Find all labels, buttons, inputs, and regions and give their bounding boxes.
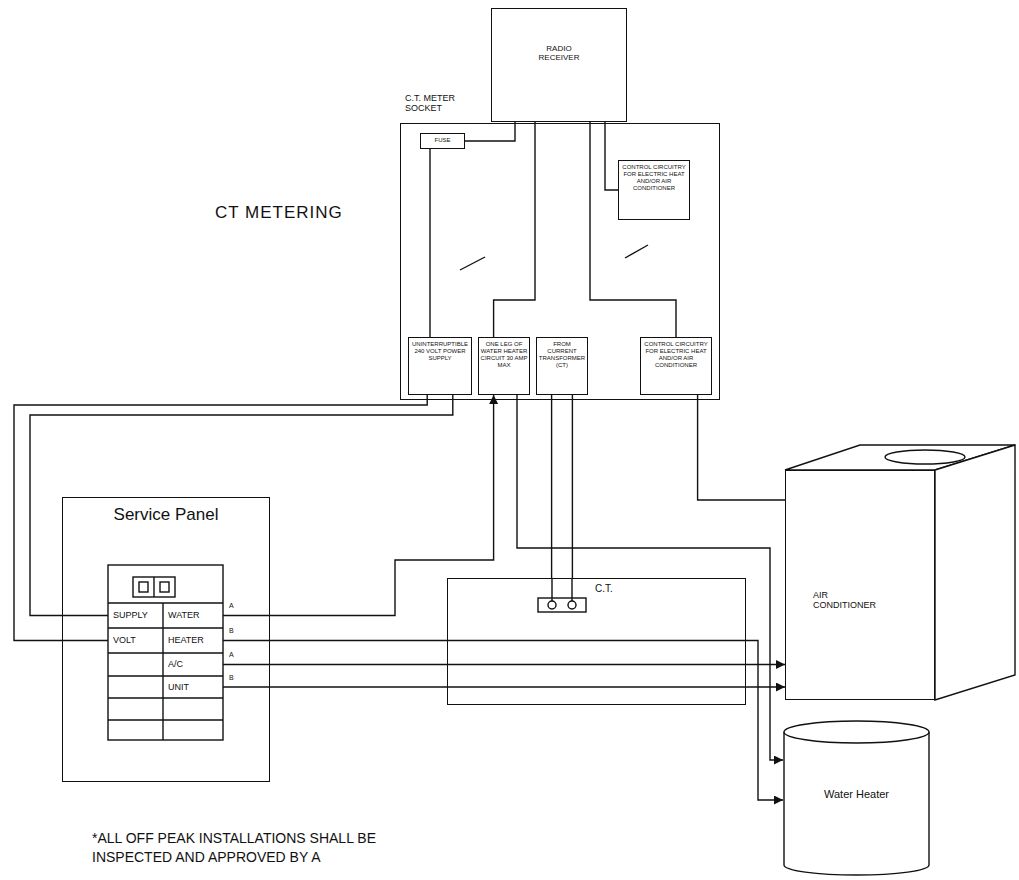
current-transformer-text: C.T. — [595, 583, 746, 595]
breaker-cell-text: WATER — [168, 603, 223, 628]
terminal-screw — [548, 601, 556, 609]
wire-connector — [30, 395, 453, 616]
meter-socket-box-text: C.T. METER SOCKET — [405, 93, 467, 114]
terminal-screw — [568, 601, 576, 609]
ct-terminal-block — [538, 598, 586, 612]
breaker-cell: WATER — [163, 603, 223, 628]
ct-lead-wire — [551, 578, 552, 601]
grid-line — [108, 602, 223, 603]
current-transformer: C.T. — [447, 578, 746, 705]
breaker-cell: VOLT — [108, 628, 163, 653]
relay-switch-symbol — [460, 257, 485, 270]
wire-phase-label: B — [229, 674, 234, 682]
water-heater-tank-text: Water Heater — [783, 788, 930, 801]
wire-connector — [465, 122, 515, 141]
breaker-cell: UNIT — [163, 676, 223, 698]
control-circuit-box: CONTROL CIRCUITRY FOR ELECTRIC HEAT AND/… — [640, 337, 712, 395]
relay-switch-symbol — [625, 245, 648, 258]
air-conditioner-unit-text: AIR CONDITIONER — [813, 590, 893, 611]
fuse-box: FUSE — [420, 133, 465, 149]
wire-phase-label: A — [229, 651, 234, 659]
control-circuit-box: CONTROL CIRCUITRY FOR ELECTRIC HEAT AND/… — [618, 160, 690, 220]
breaker-cell: HEATER — [163, 628, 223, 653]
ac-side-face — [935, 445, 1015, 700]
power-supply-box: UNINTERRUPTIBLE 240 VOLT POWER SUPPLY — [408, 337, 472, 395]
breaker-cell-text: HEATER — [168, 628, 223, 653]
wire-connector — [223, 395, 494, 616]
wire-connector — [551, 395, 552, 578]
wire-connector — [14, 395, 427, 641]
tank-body — [784, 732, 929, 875]
power-supply-box-text: UNINTERRUPTIBLE 240 VOLT POWER SUPPLY — [410, 341, 470, 362]
breaker-cell-text: UNIT — [168, 676, 223, 698]
breaker-cell-text: SUPPLY — [113, 603, 163, 628]
radio-receiver-box-text: RADIO RECEIVER — [529, 44, 589, 62]
breaker-cell: A/C — [163, 653, 223, 676]
service-panel: Service PanelSUPPLYWATERVOLTHEATERA/CUNI… — [62, 497, 270, 782]
wire-connector — [605, 122, 618, 190]
wire-connector — [590, 122, 676, 337]
service-panel-text: Service Panel — [62, 505, 270, 525]
main-breaker-symbol — [160, 582, 169, 592]
installation-note: *ALL OFF PEAK INSTALLATIONS SHALL BE INS… — [92, 829, 410, 867]
main-breaker-symbol — [153, 577, 154, 597]
ct-input-box-text: FROM CURRENT TRANSFORMER (CT) — [538, 341, 586, 369]
radio-receiver-box: RADIO RECEIVER — [491, 8, 627, 122]
air-conditioner-unit: AIR CONDITIONER — [785, 470, 935, 700]
wire-phase-label: A — [229, 602, 234, 610]
grid-line — [108, 719, 223, 720]
ac-fan-grille — [885, 450, 965, 464]
control-circuit-box-text: CONTROL CIRCUITRY FOR ELECTRIC HEAT AND/… — [621, 164, 687, 192]
diagram-title: CT METERING — [215, 203, 343, 223]
grid-line — [108, 675, 223, 676]
water-heater-leg-box: ONE LEG OF WATER HEATER CIRCUIT 30 AMP M… — [478, 337, 530, 395]
main-breaker-symbol — [133, 577, 175, 597]
wire-connector — [223, 664, 785, 665]
main-breaker-symbol — [139, 582, 148, 592]
fuse-box-text: FUSE — [422, 137, 463, 144]
grid-line — [108, 697, 223, 698]
ct-input-box: FROM CURRENT TRANSFORMER (CT) — [536, 337, 588, 395]
breaker-cell-text: A/C — [168, 653, 223, 676]
control-circuit-box-text: CONTROL CIRCUITRY FOR ELECTRIC HEAT AND/… — [643, 341, 709, 369]
meter-socket-box: C.T. METER SOCKETFUSECONTROL CIRCUITRY F… — [400, 123, 720, 400]
breaker-cell-text: VOLT — [113, 628, 163, 653]
breaker-cell: SUPPLY — [108, 603, 163, 628]
ct-lead-wire — [571, 578, 572, 601]
wire-connector — [572, 395, 573, 578]
wire-connector — [494, 122, 535, 337]
wire-connector — [517, 395, 783, 760]
grid-line — [108, 627, 223, 628]
tank-top — [784, 721, 929, 743]
grid-line — [108, 652, 223, 653]
wire-phase-label: B — [229, 627, 234, 635]
wire-connector — [698, 395, 785, 500]
wire-connector — [429, 149, 430, 337]
breaker-grid — [108, 565, 223, 740]
water-heater-leg-box-text: ONE LEG OF WATER HEATER CIRCUIT 30 AMP M… — [480, 341, 528, 369]
wire-connector — [223, 686, 785, 687]
water-heater-tank: Water Heater — [783, 720, 930, 876]
